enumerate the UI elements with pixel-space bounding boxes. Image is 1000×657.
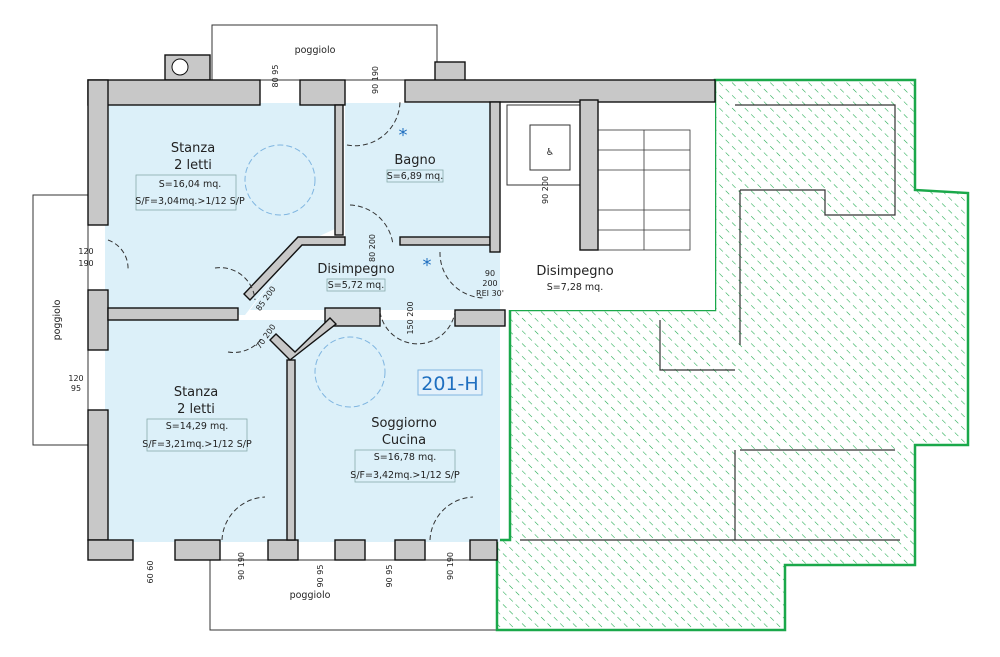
dimension-labels: 80 95 90 190 90 200 120 190 80 200 90 20… [68,65,550,588]
plan-code-box [417,369,483,396]
label-soggiorno: Soggiorno Cucina S=16,78 mq. S/F=3,42mq.… [350,416,460,483]
balcony-label: poggiolo [295,45,336,56]
accessible-icon: ♿ [546,147,555,158]
svg-text:80 200: 80 200 [368,234,377,262]
chimney-icon [171,58,189,76]
stair-area [500,100,715,310]
svg-text:S=16,04 mq.: S=16,04 mq. [159,179,222,190]
marker-star: * [399,125,408,146]
svg-text:S=5,72 mq.: S=5,72 mq. [328,280,384,291]
marker-star: * [423,255,432,276]
svg-text:Stanza: Stanza [171,141,215,156]
stairs [597,129,691,251]
svg-text:60 60: 60 60 [146,561,155,584]
label-bagno: Bagno S=6,89 mq. [386,153,444,183]
svg-text:120: 120 [78,247,93,256]
svg-text:Cucina: Cucina [382,433,426,448]
svg-text:90: 90 [485,269,495,278]
svg-text:Stanza: Stanza [174,385,218,400]
label-stanza-1: Stanza 2 letti S=16,04 mq. S/F=3,04mq.>1… [135,141,245,211]
svg-text:90 200: 90 200 [541,176,550,204]
svg-text:S=14,29 mq.: S=14,29 mq. [166,421,229,432]
svg-text:90 190: 90 190 [237,552,246,580]
neighbouring-unit [495,78,970,632]
svg-text:S/F=3,42mq.>1/12 S/P: S/F=3,42mq.>1/12 S/P [350,470,460,481]
svg-text:S/F=3,21mq.>1/12 S/P: S/F=3,21mq.>1/12 S/P [142,439,252,450]
svg-text:90 95: 90 95 [385,565,394,588]
svg-text:REI 30': REI 30' [476,289,504,298]
svg-text:Disimpegno: Disimpegno [536,264,613,279]
svg-text:Bagno: Bagno [394,153,435,168]
svg-text:S=7,28 mq.: S=7,28 mq. [547,282,603,293]
wheelchair-turning-icon [244,144,316,216]
svg-text:2 letti: 2 letti [174,158,212,173]
svg-text:S=6,89 mq.: S=6,89 mq. [387,171,443,182]
svg-text:Soggiorno: Soggiorno [371,416,437,431]
balcony-label: poggiolo [52,299,63,340]
room-disimpegno [250,245,500,310]
label-disimpegno-1: Disimpegno S=5,72 mq. [317,262,395,292]
room-stanza-1 [105,103,337,228]
balcony-label: poggiolo [290,590,331,601]
plan-code: 201-H [421,373,478,395]
svg-text:120: 120 [68,374,83,383]
svg-text:90 190: 90 190 [371,66,380,94]
room-stanza-1-lower [105,228,337,315]
elevator-cabin [529,124,571,171]
svg-text:190: 190 [78,259,93,268]
room-soggiorno [290,320,500,542]
svg-text:S/F=3,04mq.>1/12 S/P: S/F=3,04mq.>1/12 S/P [135,196,245,207]
wheelchair-turning-icon [314,336,386,408]
svg-text:Disimpegno: Disimpegno [317,262,394,277]
svg-text:95: 95 [71,384,81,393]
neighbour-walls [520,104,900,541]
door-swings [107,99,486,541]
walls [87,79,716,561]
svg-text:90 95: 90 95 [316,565,325,588]
svg-text:2 letti: 2 letti [177,402,215,417]
flue-icon [434,61,466,83]
room-bagno [345,103,490,245]
svg-text:80 95: 80 95 [271,65,280,88]
room-stanza-2 [105,320,290,542]
svg-text:150 200: 150 200 [406,301,415,334]
svg-text:200: 200 [482,279,497,288]
svg-text:90 190: 90 190 [446,552,455,580]
label-stanza-2: Stanza 2 letti S=14,29 mq. S/F=3,21mq.>1… [142,385,252,452]
svg-text:S=16,78 mq.: S=16,78 mq. [374,452,437,463]
label-disimpegno-2: Disimpegno S=7,28 mq. [536,264,613,293]
